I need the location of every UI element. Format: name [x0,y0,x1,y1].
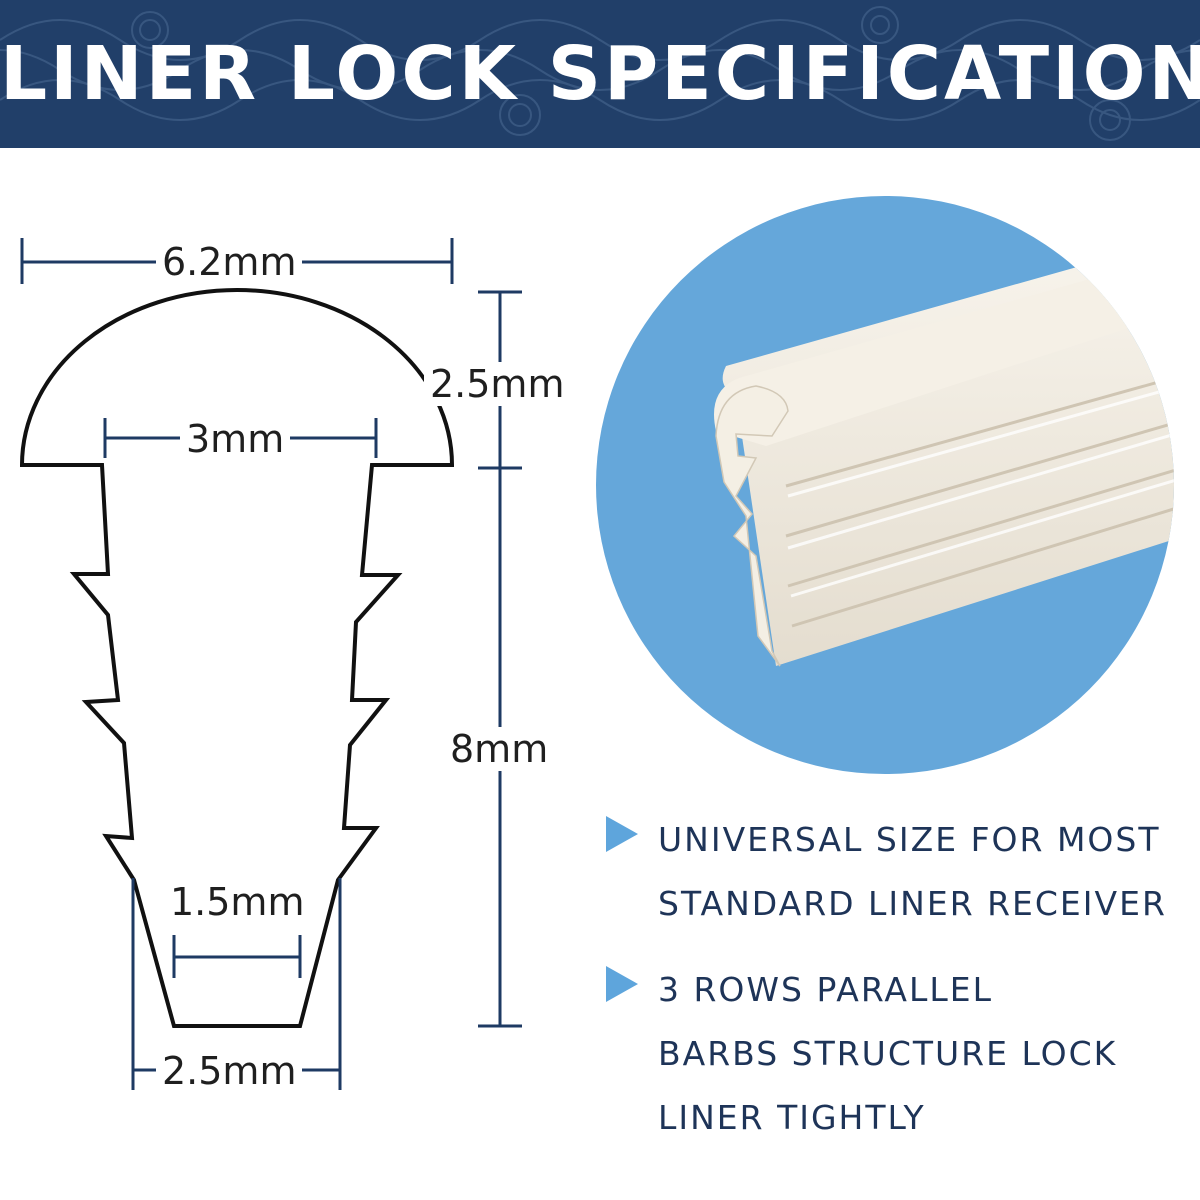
header-banner: LINER LOCK SPECIFICATION [0,0,1200,148]
feature-list: UNIVERSAL SIZE FOR MOST STANDARD LINER R… [604,808,1194,1172]
feature-item: UNIVERSAL SIZE FOR MOST STANDARD LINER R… [604,808,1194,936]
base-width-label: 2.5mm [156,1049,303,1093]
liner-lock-profile-outline [19,288,455,1028]
feature-text-line: STANDARD LINER RECEIVER [658,884,1167,923]
wave-pattern [0,6,1200,141]
feature-text-line: BARBS STRUCTURE LOCK [658,1034,1118,1073]
slot-width-label: 1.5mm [170,880,305,924]
triangle-arrow-icon [606,966,638,1002]
neck-width-label: 3mm [180,417,291,461]
liner-lock-strip-image [714,256,1174,667]
stem-height-label: 8mm [444,727,555,771]
head-height-label: 2.5mm [424,362,571,406]
feature-text-line: UNIVERSAL SIZE FOR MOST [658,820,1161,859]
feature-text-line: 3 ROWS PARALLEL [658,970,993,1009]
feature-text-line: LINER TIGHTLY [658,1098,926,1137]
product-photo [596,196,1174,774]
page-title: LINER LOCK SPECIFICATION [0,31,1200,117]
feature-item: 3 ROWS PARALLEL BARBS STRUCTURE LOCK LIN… [604,958,1194,1150]
triangle-arrow-icon [606,816,638,852]
head-width-label: 6.2mm [156,240,303,284]
